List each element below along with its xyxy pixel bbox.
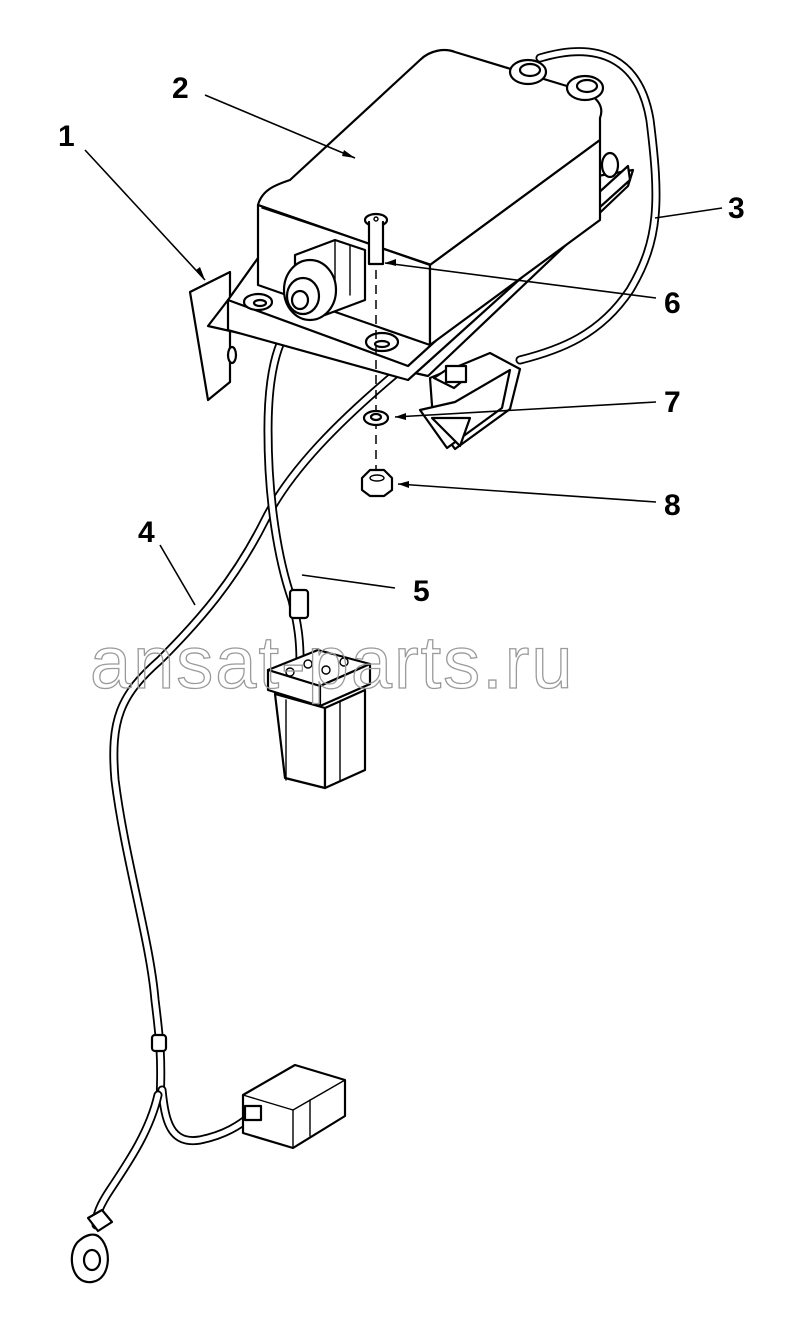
- callout-3: 3: [728, 192, 745, 225]
- callout-1: 1: [58, 120, 75, 153]
- callout-2: 2: [172, 72, 189, 105]
- cable-harness-4: [91, 365, 405, 1230]
- leader-lines: [84, 94, 723, 606]
- washer: [362, 409, 390, 427]
- ring-terminal: [70, 1208, 114, 1284]
- screw: [363, 212, 389, 266]
- triangle-connector: [418, 351, 522, 451]
- callout-4: 4: [138, 516, 155, 549]
- callout-8: 8: [664, 489, 681, 522]
- cable-3: [515, 47, 661, 365]
- callout-6: 6: [664, 287, 681, 320]
- callout-5: 5: [413, 575, 430, 608]
- cable-gland: [282, 238, 367, 322]
- small-connector: [241, 1063, 347, 1150]
- large-connector: [266, 648, 372, 790]
- nut: [360, 468, 394, 498]
- watermark: ansat-parts.ru: [90, 621, 575, 704]
- cable-5: [263, 313, 310, 665]
- callout-7: 7: [664, 386, 681, 419]
